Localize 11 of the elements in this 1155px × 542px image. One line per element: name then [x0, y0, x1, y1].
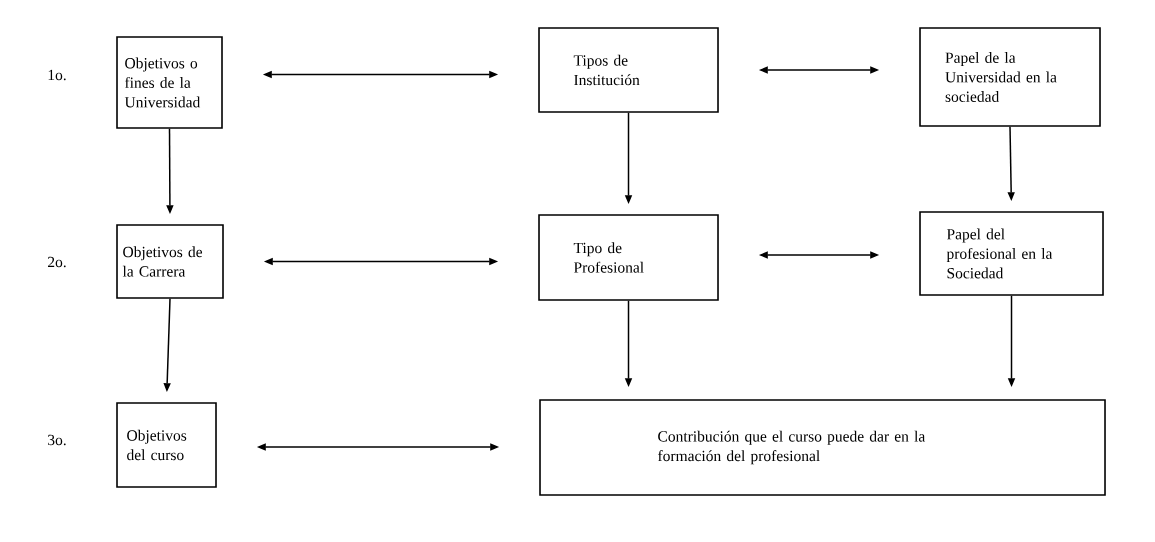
process-box: Papel del profesional en la Sociedad [919, 211, 1104, 296]
process-box: Objetivos de la Carrera [116, 224, 224, 299]
row-number: 2o. [48, 256, 66, 268]
row-number: 1o. [48, 69, 66, 81]
process-box: Papel de la Universidad en la sociedad [919, 27, 1101, 127]
process-box: Tipo de Profesional [538, 214, 719, 301]
process-box: Objetivos del curso [116, 402, 217, 488]
row-number: 3o. [48, 434, 66, 446]
process-box: Tipos de Institución [538, 27, 719, 113]
process-box: Contribución que el curso puede dar en la formación del profesional [539, 399, 1106, 496]
process-box: Objetivos o fines de la Universidad [116, 36, 223, 129]
